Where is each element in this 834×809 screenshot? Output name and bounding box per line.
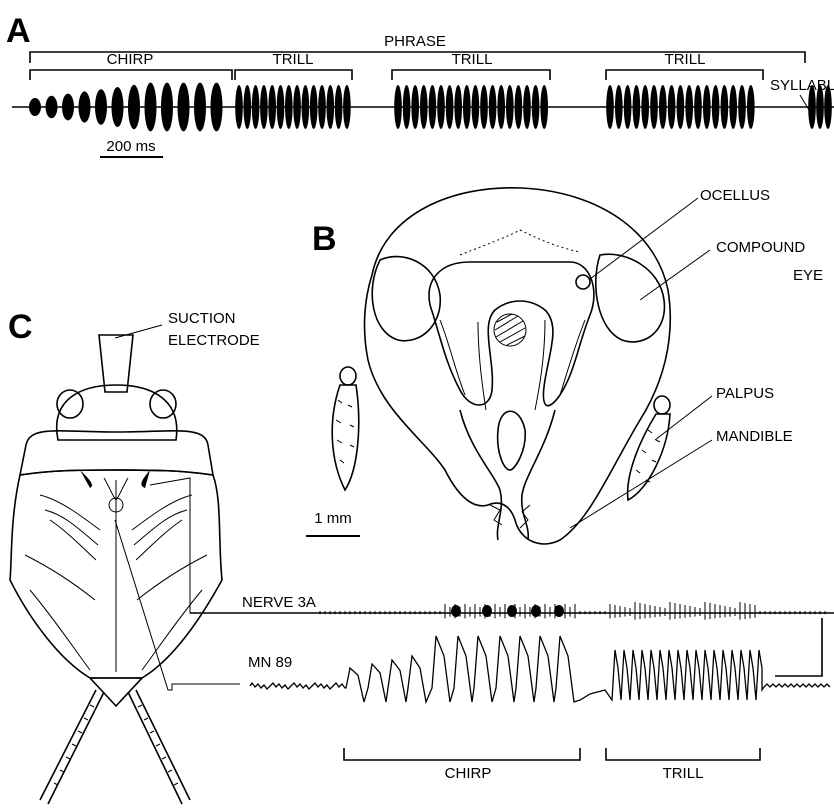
suction-label: SUCTION bbox=[168, 310, 236, 327]
palpus-left bbox=[332, 367, 359, 490]
electrode-label: ELECTRODE bbox=[168, 332, 260, 349]
mandible-leader bbox=[570, 440, 712, 528]
trill-bracket-2 bbox=[392, 70, 550, 80]
electrode-leader bbox=[115, 325, 162, 338]
phrase-label: PHRASE bbox=[384, 33, 446, 50]
chirp-bracket-c bbox=[344, 748, 580, 760]
trill-bracket-1 bbox=[235, 70, 352, 80]
syllable-label: SYLLABLE bbox=[770, 77, 834, 94]
ocellus-label: OCELLUS bbox=[700, 187, 770, 204]
palpus-label: PALPUS bbox=[716, 385, 774, 402]
trill-label-2: TRILL bbox=[452, 51, 493, 68]
eye-label: EYE bbox=[793, 267, 823, 284]
compound-label: COMPOUND bbox=[716, 239, 805, 256]
panel-b-letter: B bbox=[312, 220, 337, 258]
mn-leader bbox=[115, 520, 240, 690]
length-scale-label: 1 mm bbox=[314, 510, 352, 527]
compound-eye-leader bbox=[640, 250, 710, 300]
panel-a-letter: A bbox=[6, 12, 31, 50]
mn-label: MN 89 bbox=[248, 654, 292, 671]
trill-label-3: TRILL bbox=[665, 51, 706, 68]
compound-eye-left bbox=[372, 257, 440, 341]
trill-label-1: TRILL bbox=[273, 51, 314, 68]
ocellus bbox=[576, 275, 590, 289]
suction-electrode bbox=[99, 335, 133, 392]
cricket-head bbox=[365, 188, 671, 544]
chirp-label: CHIRP bbox=[107, 51, 154, 68]
calibration-bar bbox=[775, 618, 822, 676]
palpus-leader bbox=[655, 396, 712, 440]
chirp-bracket bbox=[30, 70, 232, 80]
mn-89-trace bbox=[250, 636, 830, 702]
nerve-label: NERVE 3A bbox=[242, 594, 316, 611]
panel-c-letter: C bbox=[8, 308, 33, 346]
trill-bracket-c bbox=[606, 748, 760, 760]
nerve-leader bbox=[150, 478, 240, 613]
trill-label-c: TRILL bbox=[663, 765, 704, 782]
chirp-label-c: CHIRP bbox=[445, 765, 492, 782]
time-scale-label: 200 ms bbox=[106, 138, 155, 155]
palpus-right bbox=[628, 396, 670, 500]
mandible-label: MANDIBLE bbox=[716, 428, 793, 445]
trill-bracket-3 bbox=[606, 70, 763, 80]
